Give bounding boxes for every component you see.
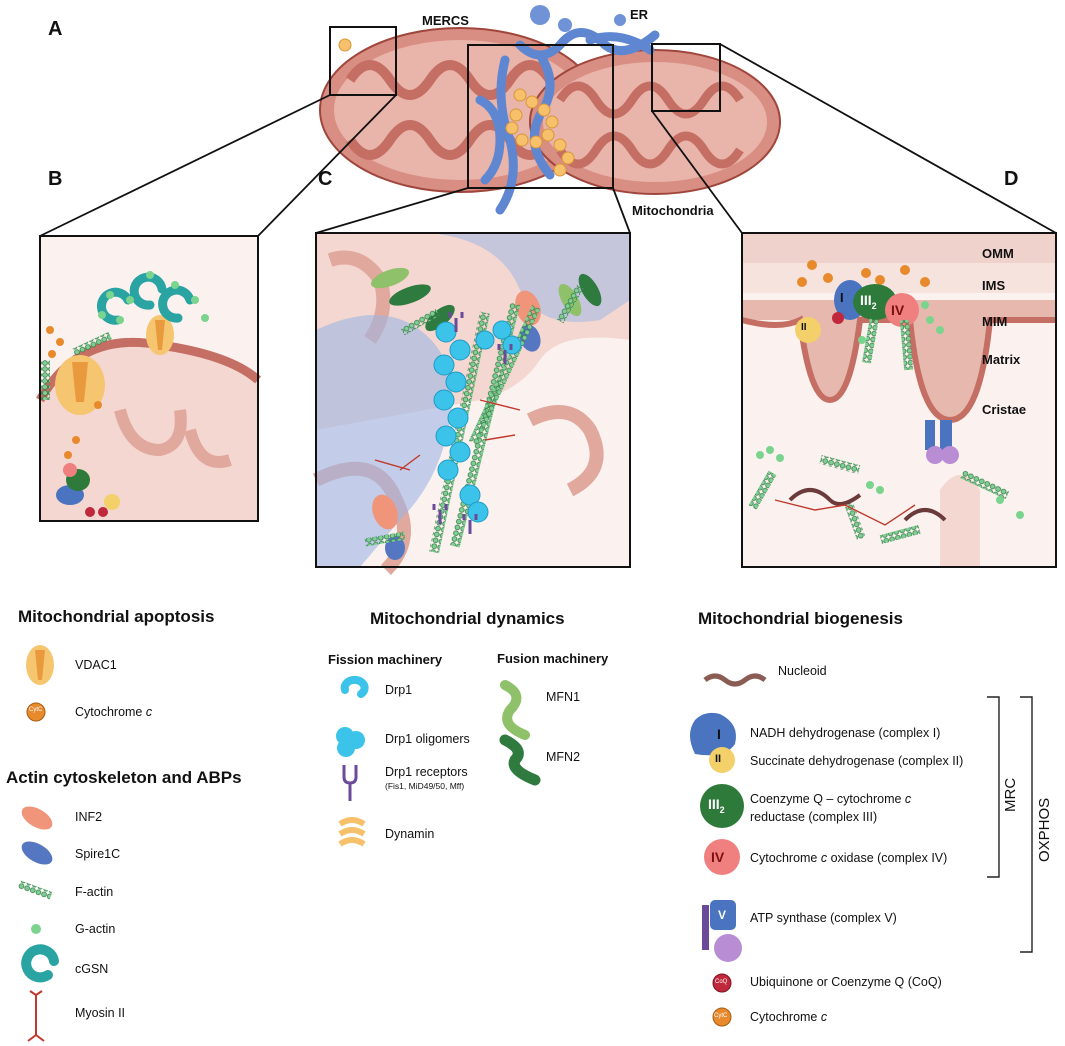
legend-drp1-oligomers: Drp1 oligomers <box>385 732 470 746</box>
panel-d-frame <box>741 232 1057 568</box>
complex-iii-label: III2 <box>860 292 877 311</box>
legend-receptor-note: (Fis1, MiD49/50, Mff) <box>385 781 465 791</box>
legend-cytochrome-c: Cytochrome c <box>75 705 153 719</box>
label-matrix: Matrix <box>982 352 1021 367</box>
legend-complex-i: NADH dehydrogenase (complex I) <box>750 726 941 740</box>
icon-complex-ii-label: II <box>715 753 722 765</box>
icon-complex-iii-label: III2 <box>708 796 725 815</box>
icon-complex-iv-label: IV <box>711 849 725 865</box>
complex-iv-label: IV <box>891 302 905 318</box>
legend-cgsn: cGSN <box>75 962 109 976</box>
zoom-box-c <box>467 44 614 189</box>
label-er: ER <box>630 7 649 22</box>
coq-icon-label: CoQ <box>715 979 728 985</box>
label-mim: MIM <box>982 314 1008 329</box>
legend-f-actin: F-actin <box>75 885 114 899</box>
icon-complex-v-label: V <box>718 908 727 922</box>
legend-dynamics-title: Mitochondrial dynamics <box>370 609 565 628</box>
complex-i-label: I <box>840 290 844 305</box>
legend-nucleoid: Nucleoid <box>778 664 827 678</box>
legend-icons <box>17 645 1033 1042</box>
fusion-title: Fusion machinery <box>497 651 609 666</box>
cytc-icon-label: CytC <box>29 707 43 713</box>
label-mitochondria: Mitochondria <box>632 203 714 218</box>
panel-letter-a: A <box>48 18 63 40</box>
legend-complex-v: ATP synthase (complex V) <box>750 911 897 925</box>
complex-ii-label: II <box>801 322 807 333</box>
panel-letter-d: D <box>1004 168 1019 190</box>
legend-spire1c: Spire1C <box>75 847 121 861</box>
legend-dynamin: Dynamin <box>385 827 435 841</box>
legend-complex-iv: Cytochrome c oxidase (complex IV) <box>750 851 948 865</box>
panel-letter-c: C <box>318 168 333 190</box>
label-oxphos: OXPHOS <box>1036 797 1053 862</box>
zoom-box-d <box>651 43 721 112</box>
label-mercs: MERCS <box>422 13 469 28</box>
zoom-lines <box>39 43 1057 237</box>
legend-vdac1: VDAC1 <box>75 658 117 672</box>
panel-b-art <box>36 236 261 521</box>
legend-myosin-ii: Myosin II <box>75 1006 126 1020</box>
legend-g-actin: G-actin <box>75 922 116 936</box>
panel-c-art <box>312 233 630 575</box>
label-cristae: Cristae <box>982 402 1027 417</box>
fission-title: Fission machinery <box>328 652 443 667</box>
legend-mfn2: MFN2 <box>546 750 581 764</box>
legend-cytc: Cytochrome c <box>750 1010 828 1024</box>
panel-letter-b: B <box>48 168 63 190</box>
panel-d-art <box>741 233 1056 567</box>
legend-drp1: Drp1 <box>385 683 413 697</box>
legend-mfn1: MFN1 <box>546 690 581 704</box>
zoom-box-b <box>329 26 397 96</box>
legend-actin-title: Actin cytoskeleton and ABPs <box>6 768 242 787</box>
panel-b-frame <box>39 235 259 522</box>
label-omm: OMM <box>982 246 1014 261</box>
label-mrc: MRC <box>1002 777 1019 812</box>
legend-apoptosis-title: Mitochondrial apoptosis <box>18 607 215 626</box>
label-ims: IMS <box>982 278 1006 293</box>
mitochondrion-right <box>529 49 781 195</box>
dynamin-rings <box>338 38 575 177</box>
icon-complex-i-label: I <box>717 726 721 742</box>
legend-complex-ii: Succinate dehydrogenase (complex II) <box>750 754 964 768</box>
legend-inf2: INF2 <box>75 810 103 824</box>
legend-coq: Ubiquinone or Coenzyme Q (CoQ) <box>750 975 942 989</box>
legend-drp1-receptors: Drp1 receptors <box>385 765 468 779</box>
cytc-icon-label-2: CytC <box>714 1013 728 1019</box>
panel-c-frame <box>315 232 631 568</box>
legend-biogenesis-title: Mitochondrial biogenesis <box>698 609 903 628</box>
